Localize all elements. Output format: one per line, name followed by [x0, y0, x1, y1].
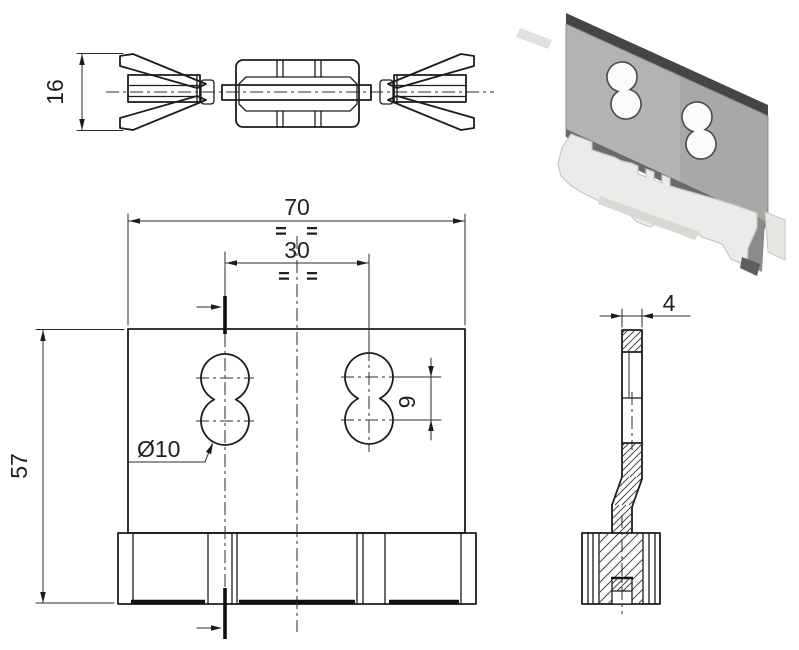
symmetry-mark: =: [275, 221, 287, 243]
clip-shading: [598, 196, 700, 240]
section-arrow: [211, 625, 222, 631]
dim-dia10: Ø10: [128, 436, 213, 463]
clip-section: [581, 532, 661, 605]
arm-junction: [379, 79, 394, 105]
dim-70: 70 = =: [127, 194, 466, 326]
symmetry-mark: =: [306, 221, 318, 243]
keyhole-right: [344, 352, 394, 445]
dim-70-text: 70: [284, 194, 310, 220]
central-body-inner: [238, 76, 358, 112]
front-view: 70 = = 30 = = 9: [6, 194, 477, 639]
dim-9: 9: [394, 357, 442, 441]
keyhole-3d-left: [606, 61, 642, 120]
dim-30: 30 = =: [224, 237, 370, 351]
keyhole-3d-right: [681, 101, 717, 160]
section-cut-line: [196, 251, 227, 639]
keyhole-left: [200, 353, 250, 446]
spring-arm: [387, 53, 475, 89]
top-view: 16: [42, 53, 494, 131]
section-arrow: [211, 304, 222, 310]
section-side-view: 4: [581, 290, 691, 614]
clip-tab-right: [764, 211, 786, 261]
dim-4: 4: [599, 290, 691, 328]
central-body: [235, 59, 360, 128]
dim-4-text: 4: [663, 290, 676, 316]
dim-16: 16: [42, 53, 124, 131]
photo-3d-view: [516, 13, 786, 276]
arm-junction: [200, 79, 215, 105]
plate-section: [611, 329, 643, 534]
dim-16-text: 16: [42, 79, 68, 105]
dim-dia10-text: Ø10: [137, 436, 180, 462]
photo-artifact: [516, 28, 552, 49]
dim-30-text: 30: [284, 237, 310, 263]
symmetry-mark: =: [306, 266, 318, 288]
hatch-plate-lower: [621, 442, 643, 478]
metal-bar: [221, 84, 372, 101]
dim-9-text: 9: [394, 396, 420, 409]
dim-57: 57: [6, 329, 125, 604]
hatch-jog: [611, 476, 642, 534]
hatch-plate-upper: [621, 329, 643, 353]
metal-tip: [740, 257, 760, 276]
dim-57-text: 57: [6, 453, 32, 479]
symmetry-mark: =: [278, 266, 290, 288]
plate-top-edge: [566, 13, 768, 117]
spring-arm: [119, 53, 207, 89]
